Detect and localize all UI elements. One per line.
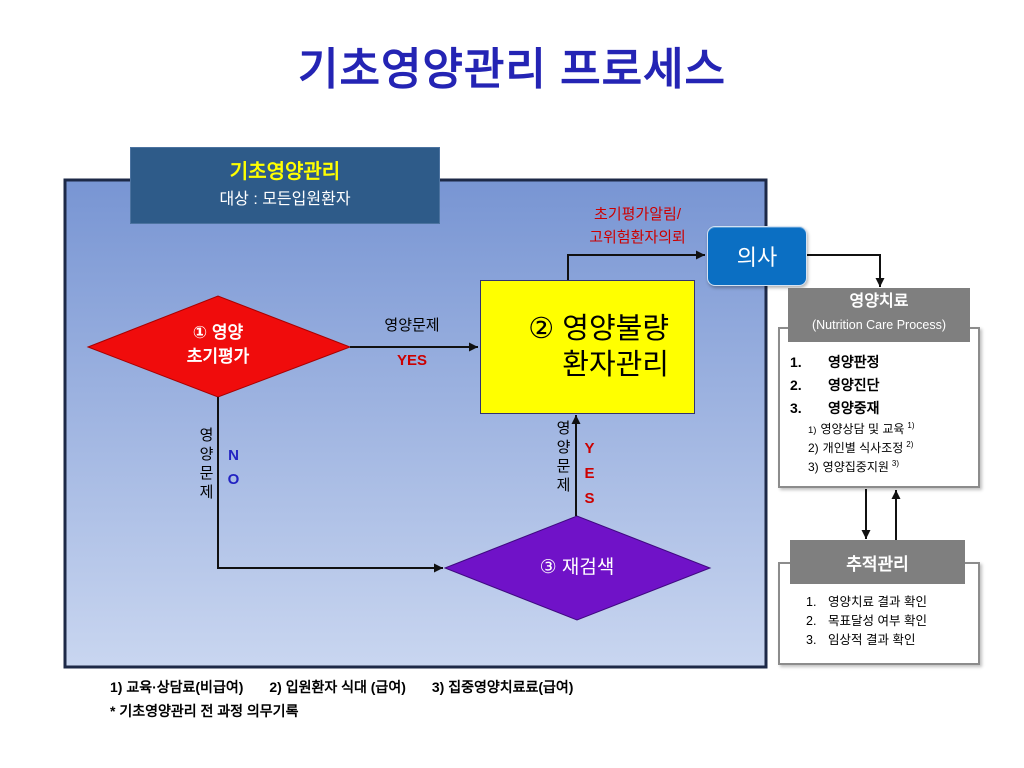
referral-label-line1: 초기평가알림/ [594, 206, 681, 223]
footnote-item: 1) 교육·상담료(비급여) [110, 679, 244, 695]
scope-box: 기초영양관리 대상 : 모든입원환자 [130, 147, 440, 224]
list-item-number: 3. [790, 400, 802, 416]
referral-label-line2: 고위험환자의뢰 [589, 229, 686, 246]
footnotes: 1) 교육·상담료(비급여) 2) 입원환자 식대 (급여) 3) 집중영양치료료(… [110, 677, 810, 721]
intervention-footnote-ref: 1) [907, 421, 915, 430]
footnote-item: 3) 집중영양치료료(급여) [431, 679, 574, 695]
intervention-number: 3) [808, 460, 819, 474]
management-label-line1: ② 영양불량 [528, 313, 669, 345]
doctor-label: 의사 [736, 245, 778, 270]
intervention-number: 2) [808, 441, 819, 455]
doctor-box: 의사 [707, 226, 807, 286]
nutrition-therapy-header: 영양치료 (Nutrition Care Process) [788, 288, 970, 342]
rescreening-diamond [443, 515, 712, 621]
list-item-number: 2. [806, 614, 817, 628]
list-item-number: 1. [790, 354, 802, 370]
list-item-label: 임상적 결과 확인 [828, 633, 916, 647]
footnote-note: * 기초영양관리 전 과정 의무기록 [110, 703, 299, 719]
management-label-line2: 환자관리 [562, 349, 669, 381]
condition-label-screening-no: 영양문제 [197, 427, 214, 503]
follow-up-header: 추적관리 [790, 540, 965, 584]
footnote-row: 1) 교육·상담료(비급여) 2) 입원환자 식대 (급여) 3) 집중영양치료료(… [110, 677, 810, 697]
list-item: 1. 영양치료 결과 확인 [806, 593, 976, 612]
arrow-management-to-doctor [567, 250, 705, 280]
intervention-label: 영양상담 및 교육 [820, 422, 905, 436]
condition-label-rescreening-yes: 영양문제 [554, 420, 571, 496]
condition-label-screening-yes: 영양문제 [384, 317, 440, 334]
nutrition-therapy-title: 영양치료 [849, 293, 909, 310]
referral-label: 초기평가알림/ 고위험환자의뢰 [560, 203, 715, 249]
list-item: 3. 영양중재 [790, 397, 975, 420]
intervention-label: 개인별 식사조정 [822, 441, 904, 455]
process-panel [63, 178, 768, 669]
intervention-footnote-ref: 2) [906, 440, 914, 449]
intervention-label: 영양집중지원 [822, 460, 889, 474]
list-item: 3. 임상적 결과 확인 [806, 631, 976, 650]
list-item-label: 영양판정 [828, 354, 880, 370]
list-item-label: 영양중재 [828, 400, 880, 416]
answer-label-rescreening-yes: YES [581, 440, 598, 515]
slide-title: 기초영양관리 프로세스 [297, 45, 727, 94]
footnote-item: 2) 입원환자 식대 (급여) [269, 679, 406, 695]
scope-subtitle: 대상 : 모든입원환자 [219, 191, 351, 208]
answer-label-screening-no: NO [225, 447, 242, 495]
arrow-screening-to-rescreening [217, 397, 443, 573]
follow-up-list: 1. 영양치료 결과 확인 2. 목표달성 여부 확인 3. 임상적 결과 확인 [806, 593, 976, 650]
intervention-number: 1) [808, 425, 817, 436]
screening-label: ① 영양 초기평가 [128, 321, 308, 369]
list-item-number: 3. [806, 633, 817, 647]
list-item-label: 영양치료 결과 확인 [828, 595, 927, 609]
screening-label-line2: 초기평가 [186, 347, 250, 366]
list-item-label: 영양진단 [828, 377, 880, 393]
intervention-footnote-ref: 3) [891, 459, 900, 468]
answer-label-screening-yes: YES [396, 352, 427, 369]
list-item-label: 목표달성 여부 확인 [828, 614, 927, 628]
list-item: 1. 영양판정 [790, 351, 975, 374]
rescreening-label: ③ 재검색 [539, 557, 615, 578]
scope-title: 기초영양관리 [229, 161, 341, 183]
arrow-doctor-to-nutrition-therapy [807, 254, 885, 287]
nutrition-therapy-box [778, 327, 980, 488]
malnutrition-management-box: ② 영양불량 환자관리 [480, 280, 695, 414]
list-item: 2. 영양진단 [790, 374, 975, 397]
nutrition-therapy-subtitle: (Nutrition Care Process) [811, 318, 947, 332]
screening-label-line1: ① 영양 [192, 323, 244, 342]
list-item-number: 2. [790, 377, 802, 393]
list-item-number: 1. [806, 595, 817, 609]
follow-up-title: 추적관리 [846, 554, 909, 574]
list-item: 2. 목표달성 여부 확인 [806, 612, 976, 631]
